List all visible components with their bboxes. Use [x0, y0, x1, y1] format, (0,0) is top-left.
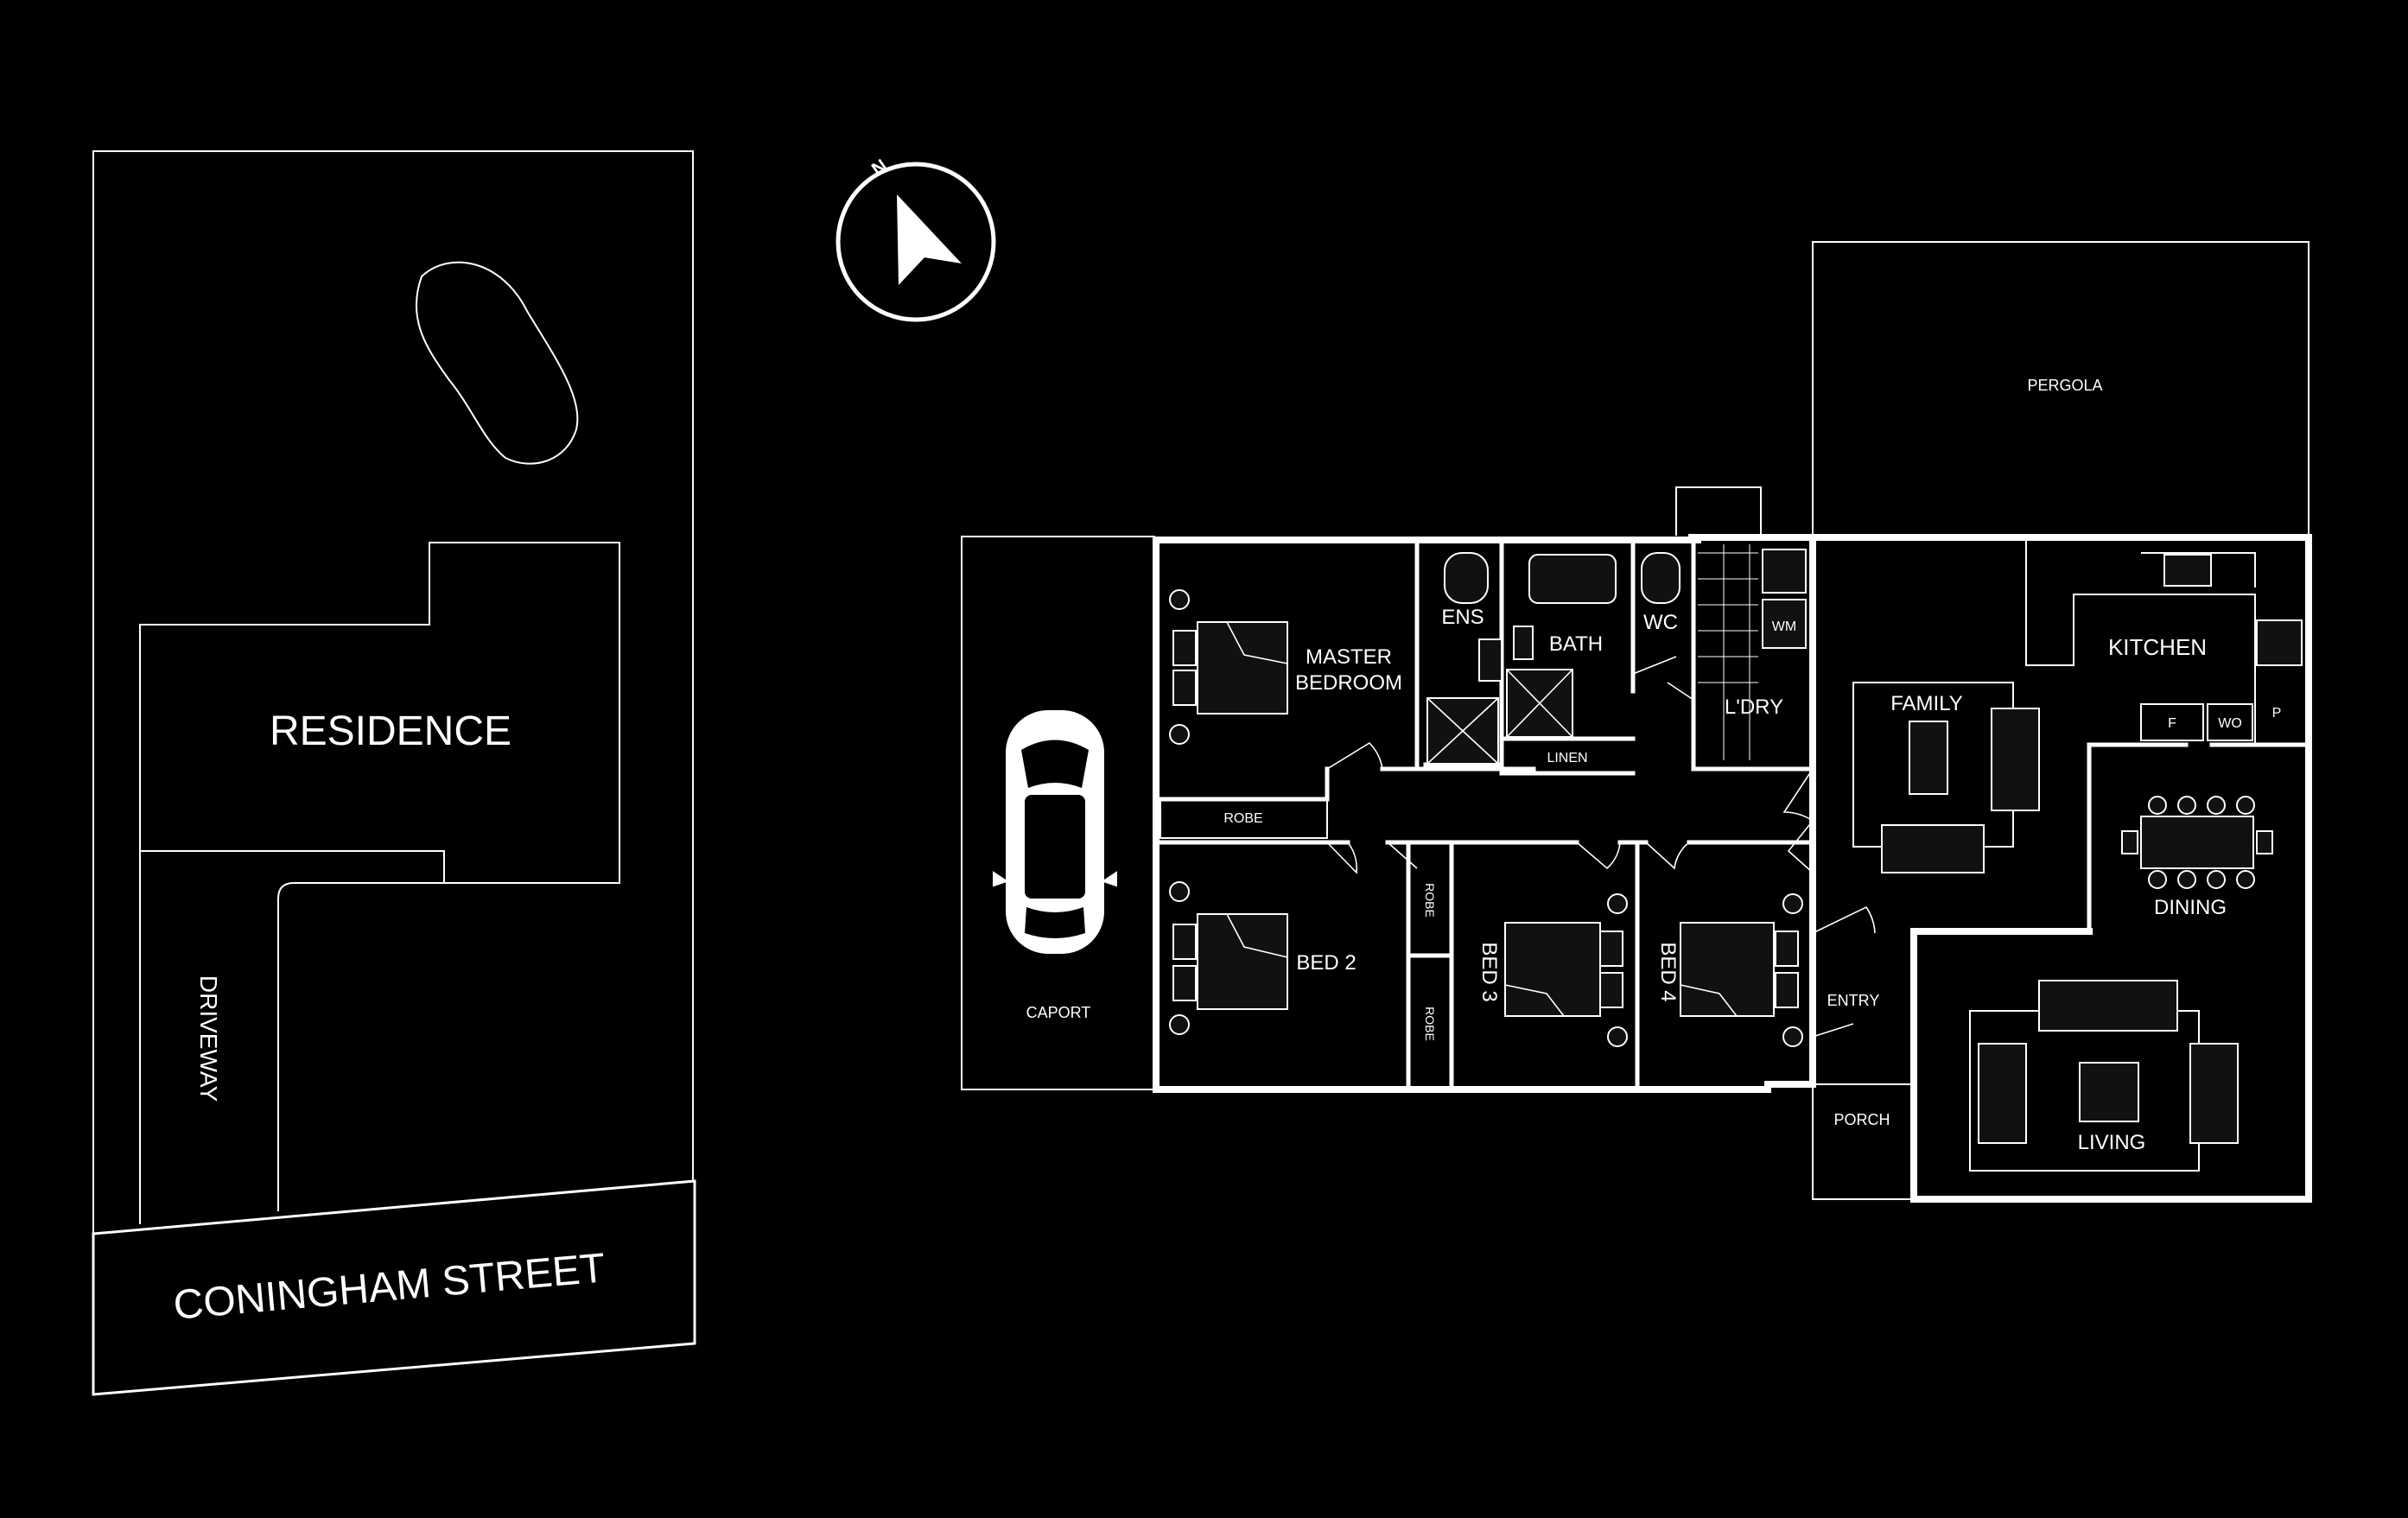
street-outline	[92, 1179, 696, 1396]
compass-ring	[835, 162, 996, 322]
ensuite-label: ENS	[1441, 606, 1484, 629]
site-plan: RESIDENCE DRIVEWAY CONINGHAM STREET	[92, 150, 696, 1396]
kitchen-bench	[2025, 540, 2256, 745]
robe-master-label: ROBE	[1223, 811, 1262, 826]
lot-boundary	[92, 150, 694, 1235]
pergola-label: PERGOLA	[2027, 377, 2102, 394]
family-coffee-table	[1909, 721, 1948, 795]
pool-outline	[415, 261, 579, 465]
kitchen-dining-wall	[1911, 742, 2311, 975]
wc-toilet-icon	[1632, 552, 1681, 675]
master-bedroom-label-2: BEDROOM	[1295, 671, 1402, 695]
street-label: CONINGHAM STREET	[172, 1245, 607, 1328]
car-icon	[993, 710, 1117, 954]
bed2-icon	[1169, 881, 1288, 1035]
entry-label: ENTRY	[1827, 992, 1880, 1009]
bath-fixtures	[1506, 554, 1617, 738]
compass: N	[835, 155, 996, 322]
bed4-label: BED 4	[1656, 942, 1680, 1001]
cooktop-icon	[2256, 619, 2303, 666]
driveway-outline	[139, 851, 444, 1224]
wc-bump	[1675, 486, 1762, 536]
bath-label: BATH	[1549, 632, 1603, 656]
kitchen-label: KITCHEN	[2108, 634, 2207, 660]
laundry-fixtures: WM	[1698, 544, 1807, 760]
robe-master	[1160, 798, 1328, 839]
living-sofa-icon	[1978, 980, 2239, 1144]
ensuite-fixtures	[1426, 552, 1503, 765]
floor-plan: PERGOLA CAPORT ROBE ROBE ROBE MASTER BED…	[961, 241, 2312, 1203]
residence-label: RESIDENCE	[270, 708, 511, 754]
pergola-link-wall	[1688, 534, 1816, 543]
bed2-label: BED 2	[1296, 951, 1356, 975]
wall-oven-label: WO	[2218, 716, 2242, 731]
fridge-box	[2140, 703, 2204, 741]
family-sofa-icon	[1881, 708, 2040, 873]
washing-machine-label: WM	[1772, 619, 1796, 634]
pantry-label: P	[2272, 706, 2282, 721]
door-swings	[1326, 682, 1876, 1038]
porch-label: PORCH	[1833, 1111, 1890, 1128]
living-wing-walls	[1809, 534, 2312, 1203]
wc-label: WC	[1643, 611, 1678, 634]
laundry-label: L'DRY	[1725, 695, 1783, 719]
family-label: FAMILY	[1890, 692, 1963, 715]
north-arrow-icon	[897, 194, 962, 285]
bed4-icon	[1680, 893, 1803, 1047]
robe-bed2-lower-label: ROBE	[1423, 1007, 1437, 1041]
master-bed-icon	[1169, 589, 1288, 745]
living-label: LIVING	[2078, 1131, 2146, 1154]
robe-bed2-upper-label: ROBE	[1423, 883, 1437, 918]
residence-outline	[139, 542, 620, 884]
carport-label: CAPORT	[1026, 1004, 1091, 1021]
bed3-label: BED 3	[1477, 942, 1501, 1001]
bed3-icon	[1504, 893, 1628, 1047]
kitchen-sink-icon	[2163, 554, 2212, 587]
master-bedroom-label-1: MASTER	[1306, 645, 1392, 669]
dining-label: DINING	[2154, 896, 2227, 919]
porch-outline	[1812, 1083, 1915, 1200]
living-coffee-table	[2079, 1062, 2139, 1122]
wall-oven-box	[2207, 703, 2253, 741]
driveway-label: DRIVEWAY	[195, 975, 222, 1102]
pergola-outline	[1812, 241, 2310, 537]
dining-table-icon	[2121, 796, 2273, 889]
linen-label: LINEN	[1547, 751, 1587, 765]
fridge-label: F	[2168, 716, 2176, 731]
